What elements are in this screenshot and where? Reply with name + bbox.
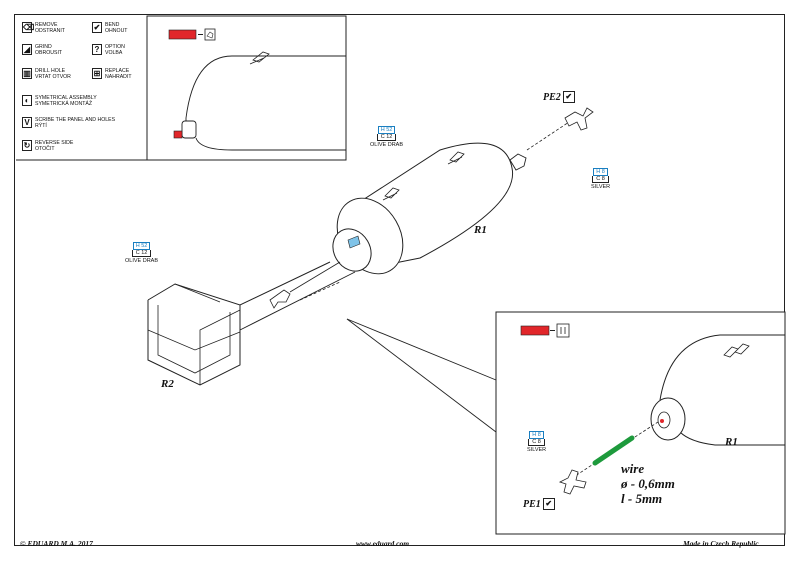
wire-spec: wire ø - 0,6mm l - 5mm: [621, 461, 675, 506]
suspension-lug-2: [382, 187, 400, 201]
wire-rod: [592, 435, 635, 466]
scribe-icon: V: [22, 117, 32, 128]
wire-spec-line3: l - 5mm: [621, 491, 663, 506]
footer-copyright: © EDUARD M.A. 2017: [20, 539, 93, 548]
bend-icon: ✔: [542, 498, 555, 510]
reverse-side-icon: ↻: [22, 140, 32, 151]
footer-origin: Made in Czech Republic: [683, 539, 759, 548]
remove-icon: ⌫: [22, 22, 35, 33]
option-icon: ?: [92, 44, 102, 55]
tail-ring-blue-part: [347, 235, 361, 249]
bend-icon: ✔: [92, 22, 102, 33]
bomb-body-outline: [354, 142, 514, 269]
tail-cone-lower: [239, 271, 356, 331]
inset-fuze-red-tip: [173, 130, 183, 139]
bomb-tail-ring: [332, 228, 372, 272]
detail-nose-lower: [679, 431, 785, 446]
paint-code-silver-pe1: H 8 C 8 SILVER: [527, 431, 547, 453]
detail-drill-mark: [660, 419, 664, 423]
pe1-text: PE1: [523, 498, 541, 510]
inset-nose-lower: [195, 137, 346, 151]
detail-nose-upper: [659, 334, 785, 401]
inset-lug: [249, 51, 270, 65]
part-label-pe2: PE2 ✔: [543, 91, 575, 103]
wire-spec-line2: ø - 0,6mm: [621, 476, 675, 491]
drill-hole-icon: ▥: [22, 68, 32, 79]
tail-vane-part: [269, 289, 291, 309]
part-label-r1: R1: [474, 224, 487, 236]
pe2-text: PE2: [543, 91, 561, 103]
pe2-vane-part: [564, 107, 594, 131]
drill-paint-swatch: [520, 325, 550, 336]
pe2-guide-line: [526, 119, 573, 151]
symetrical-assembly-icon: ◐: [22, 95, 32, 106]
remove-icon-top: [204, 28, 216, 41]
inset-top-frame: [146, 15, 347, 161]
detail-lugs: [723, 343, 750, 358]
callout-line-lower: [346, 318, 497, 433]
inset-fuze: [181, 120, 197, 139]
paint-code-silver-pe2: H 8 C 8 SILVER: [591, 168, 611, 190]
paint-code-olive-top: H 52 C 12 OLIVE DRAB: [370, 126, 404, 148]
inset-nose-upper: [185, 55, 346, 123]
part-label-r1-detail: R1: [725, 436, 738, 448]
fin-struts: [147, 283, 241, 385]
callout-line-upper: [346, 318, 497, 381]
sheet-frame: [14, 14, 785, 546]
part-label-pe1: PE1 ✔: [523, 498, 555, 510]
fin-top-edge: [147, 261, 331, 306]
drill-hole-icon-detail: [556, 323, 570, 338]
nose-fuze: [509, 153, 527, 171]
part-label-r2: R2: [161, 378, 174, 390]
paint-code-olive-left: H 52 C 12 OLIVE DRAB: [125, 242, 159, 264]
footer-website[interactable]: www.eduard.com: [356, 539, 410, 548]
bend-icon: ✔: [562, 91, 575, 103]
remove-paint-swatch-top: [168, 29, 197, 40]
wire-spec-line1: wire: [621, 461, 645, 476]
grind-icon: ◢: [22, 44, 32, 55]
replace-icon: ⊞: [92, 68, 102, 79]
suspension-lug-1: [447, 151, 465, 165]
pe1-vane-part: [558, 469, 587, 495]
